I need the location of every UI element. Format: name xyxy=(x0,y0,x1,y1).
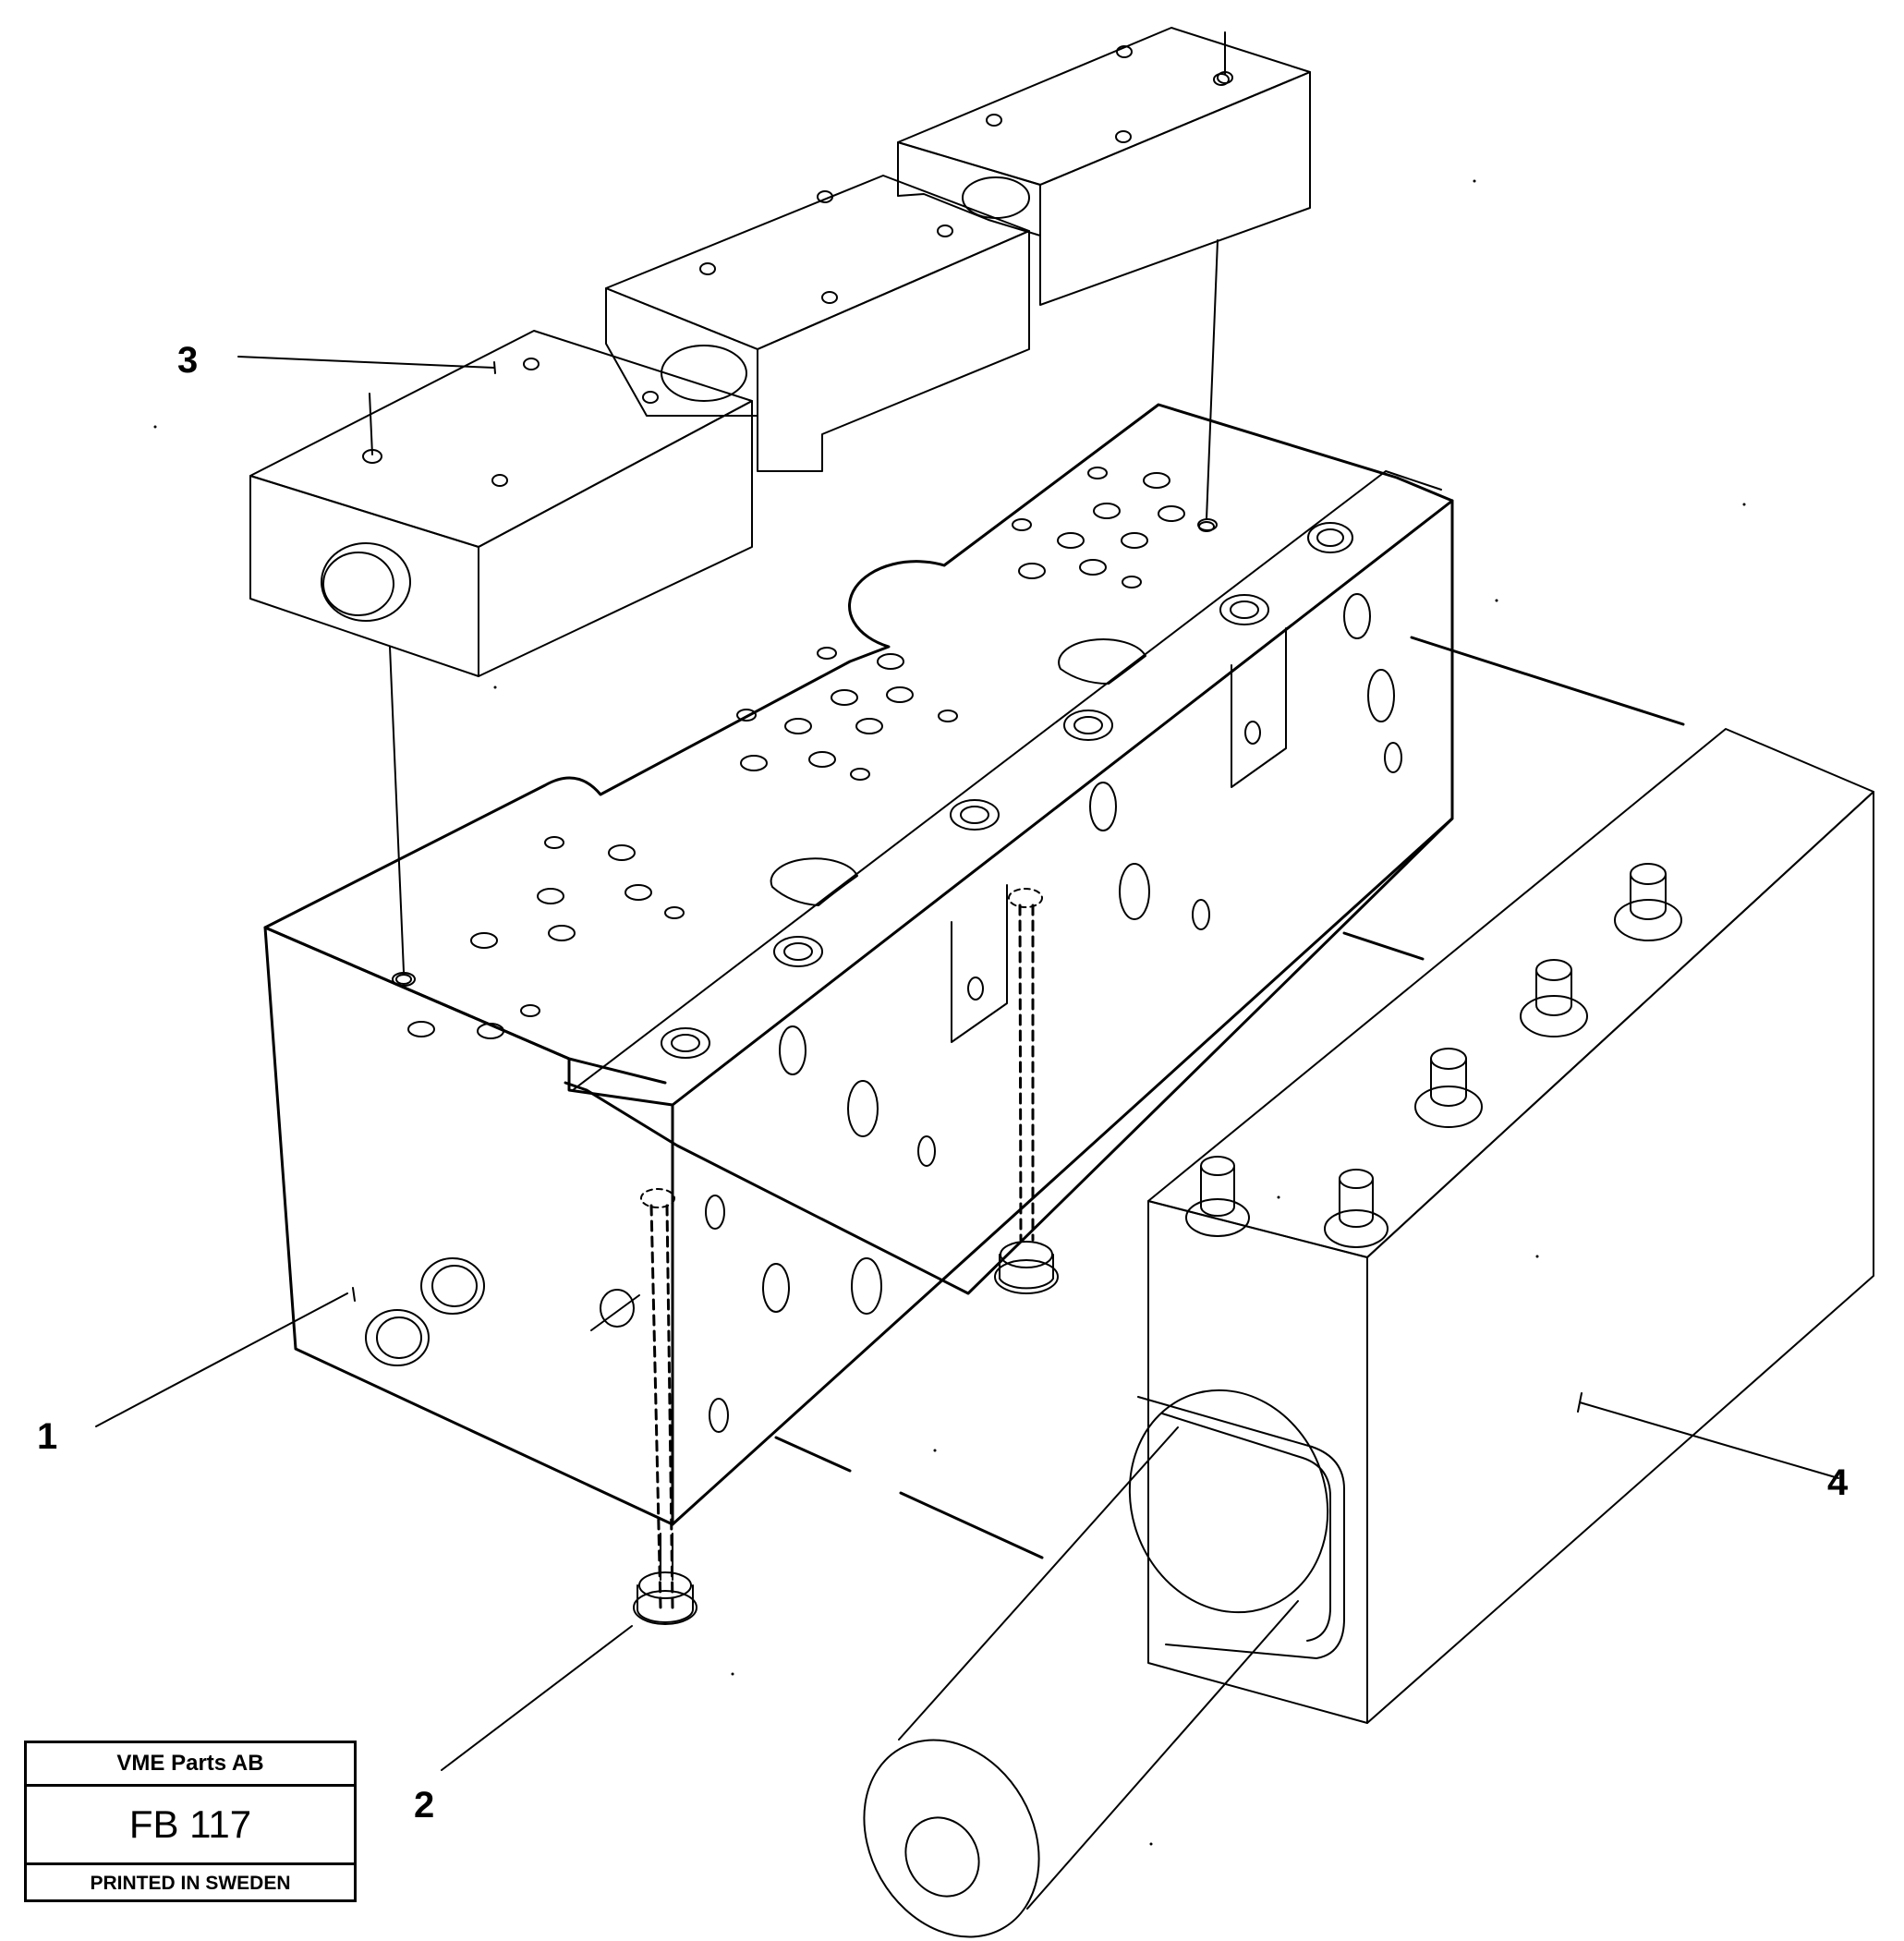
title-block-company: VME Parts AB xyxy=(27,1743,354,1787)
valve-front-face xyxy=(249,475,479,677)
manifold-top-holes xyxy=(392,467,1218,1039)
manifold-top-front-edge xyxy=(263,926,667,1085)
stud-5 xyxy=(1614,863,1682,941)
stud-1 xyxy=(1185,1156,1250,1237)
part-2-plug-lower xyxy=(633,1188,697,1625)
stud-4 xyxy=(1520,959,1588,1037)
part-3-valve-upper xyxy=(897,27,1311,306)
cylinder-rod-end-inner xyxy=(904,1816,980,1898)
title-block: VME Parts AB FB 117 PRINTED IN SWEDEN xyxy=(24,1741,357,1902)
callout-1: 1 xyxy=(37,1416,58,1457)
leader-2 xyxy=(441,1625,633,1771)
cylinder-flange xyxy=(1137,1396,1345,1659)
leader-4 xyxy=(1579,1401,1839,1479)
part-1-manifold-block xyxy=(263,403,1454,1526)
align-line-right xyxy=(1206,239,1219,520)
callout-3: 3 xyxy=(177,340,199,381)
manifold-ports xyxy=(365,522,1402,1433)
leader-4-tick xyxy=(1577,1392,1583,1413)
leader-3 xyxy=(237,356,495,369)
axis-line-lower-2 xyxy=(899,1491,1044,1559)
manifold-top-outline xyxy=(263,403,1454,1295)
title-block-printed: PRINTED IN SWEDEN xyxy=(90,1873,291,1894)
part-3-valve-front xyxy=(237,330,753,677)
part-4-cylinder-block xyxy=(774,636,1874,1938)
manifold-step xyxy=(572,470,1442,1091)
cylinder-rod-top-edge xyxy=(898,1426,1179,1741)
cylinder-block-top xyxy=(1147,728,1874,1258)
axis-line-upper xyxy=(1410,636,1685,726)
callout-2: 2 xyxy=(414,1785,435,1826)
axis-line-mid xyxy=(1342,931,1425,961)
manifold-side-face xyxy=(671,499,1454,1526)
cylinder-block-side xyxy=(1366,791,1874,1724)
valve-front-top xyxy=(249,330,753,548)
part-2-plug-upper xyxy=(994,888,1059,1294)
part-3-valve-middle xyxy=(605,175,1030,472)
stud-3 xyxy=(1414,1048,1483,1128)
stud-2 xyxy=(1324,1169,1389,1248)
valve-front-side xyxy=(478,400,753,677)
callout-4: 4 xyxy=(1827,1462,1849,1503)
leader-1 xyxy=(95,1292,348,1427)
drawing-dots xyxy=(153,179,1746,1846)
cylinder-flange-inner xyxy=(1161,1413,1331,1642)
align-line-left xyxy=(389,646,405,973)
flange-face xyxy=(1128,1389,1329,1614)
cylinder-rod-bottom-edge xyxy=(1026,1600,1299,1910)
manifold-front-face xyxy=(263,926,674,1526)
cylinder-rod-end xyxy=(863,1739,1040,1938)
title-block-code: FB 117 xyxy=(27,1787,354,1865)
axis-line-lower-1 xyxy=(774,1436,852,1473)
